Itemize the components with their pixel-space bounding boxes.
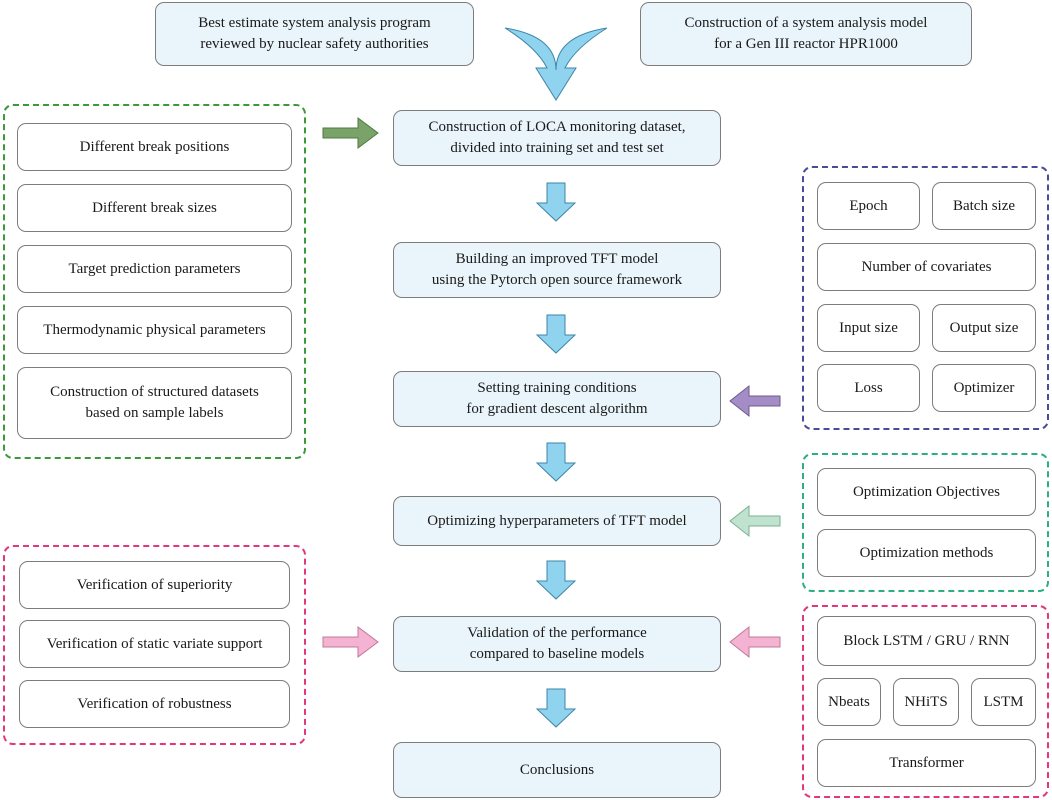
training-item-output-size: Output size [932, 304, 1036, 352]
training-item-optimizer: Optimizer [932, 364, 1036, 412]
baseline-item-lstm: LSTM [971, 678, 1036, 726]
flow-arrow-1 [535, 182, 577, 222]
dataset-arrow [322, 117, 379, 149]
training-group [802, 166, 1049, 430]
merge-arrow [504, 27, 608, 101]
flow-step-training: Setting training conditions for gradient… [393, 371, 721, 427]
flow-arrow-4 [535, 560, 577, 600]
baseline-item-nhits: NHiTS [893, 678, 959, 726]
flow-step-validation: Validation of the performance compared t… [393, 616, 721, 672]
optimization-item-objectives: Optimization Objectives [817, 468, 1036, 516]
dataset-group [3, 104, 306, 459]
verification-item-superiority: Verification of superiority [19, 561, 290, 609]
verification-item-static-variate: Verification of static variate support [19, 620, 290, 668]
flow-step-model: Building an improved TFT model using the… [393, 242, 721, 298]
training-item-batch-size: Batch size [932, 182, 1036, 230]
training-item-loss: Loss [817, 364, 920, 412]
baseline-item-block-rnn: Block LSTM / GRU / RNN [817, 616, 1036, 666]
training-arrow [729, 384, 781, 418]
baseline-group [802, 605, 1049, 798]
baseline-item-transformer: Transformer [817, 739, 1036, 787]
verification-arrow [322, 626, 379, 658]
training-item-epoch: Epoch [817, 182, 920, 230]
optimization-item-methods: Optimization methods [817, 529, 1036, 577]
baseline-item-nbeats: Nbeats [817, 678, 881, 726]
source-box-model: Construction of a system analysis model … [640, 2, 972, 66]
flow-arrow-5 [535, 688, 577, 728]
training-item-input-size: Input size [817, 304, 920, 352]
training-item-covariates: Number of covariates [817, 243, 1036, 291]
optimization-arrow [729, 504, 781, 538]
source-box-program: Best estimate system analysis program re… [155, 2, 474, 66]
baseline-arrow [729, 625, 781, 659]
flow-step-dataset: Construction of LOCA monitoring dataset,… [393, 110, 721, 166]
dataset-item-structured: Construction of structured datasets base… [17, 367, 292, 439]
dataset-item-break-sizes: Different break sizes [17, 184, 292, 232]
flow-step-hyperparameters: Optimizing hyperparameters of TFT model [393, 496, 721, 546]
flow-arrow-2 [535, 314, 577, 354]
verification-item-robustness: Verification of robustness [19, 680, 290, 728]
verification-group [3, 545, 306, 745]
flow-step-conclusions: Conclusions [393, 742, 721, 798]
flow-arrow-3 [535, 442, 577, 482]
dataset-item-thermodynamic: Thermodynamic physical parameters [17, 306, 292, 354]
dataset-item-target-parameters: Target prediction parameters [17, 245, 292, 293]
optimization-group [802, 453, 1049, 592]
dataset-item-break-positions: Different break positions [17, 123, 292, 171]
